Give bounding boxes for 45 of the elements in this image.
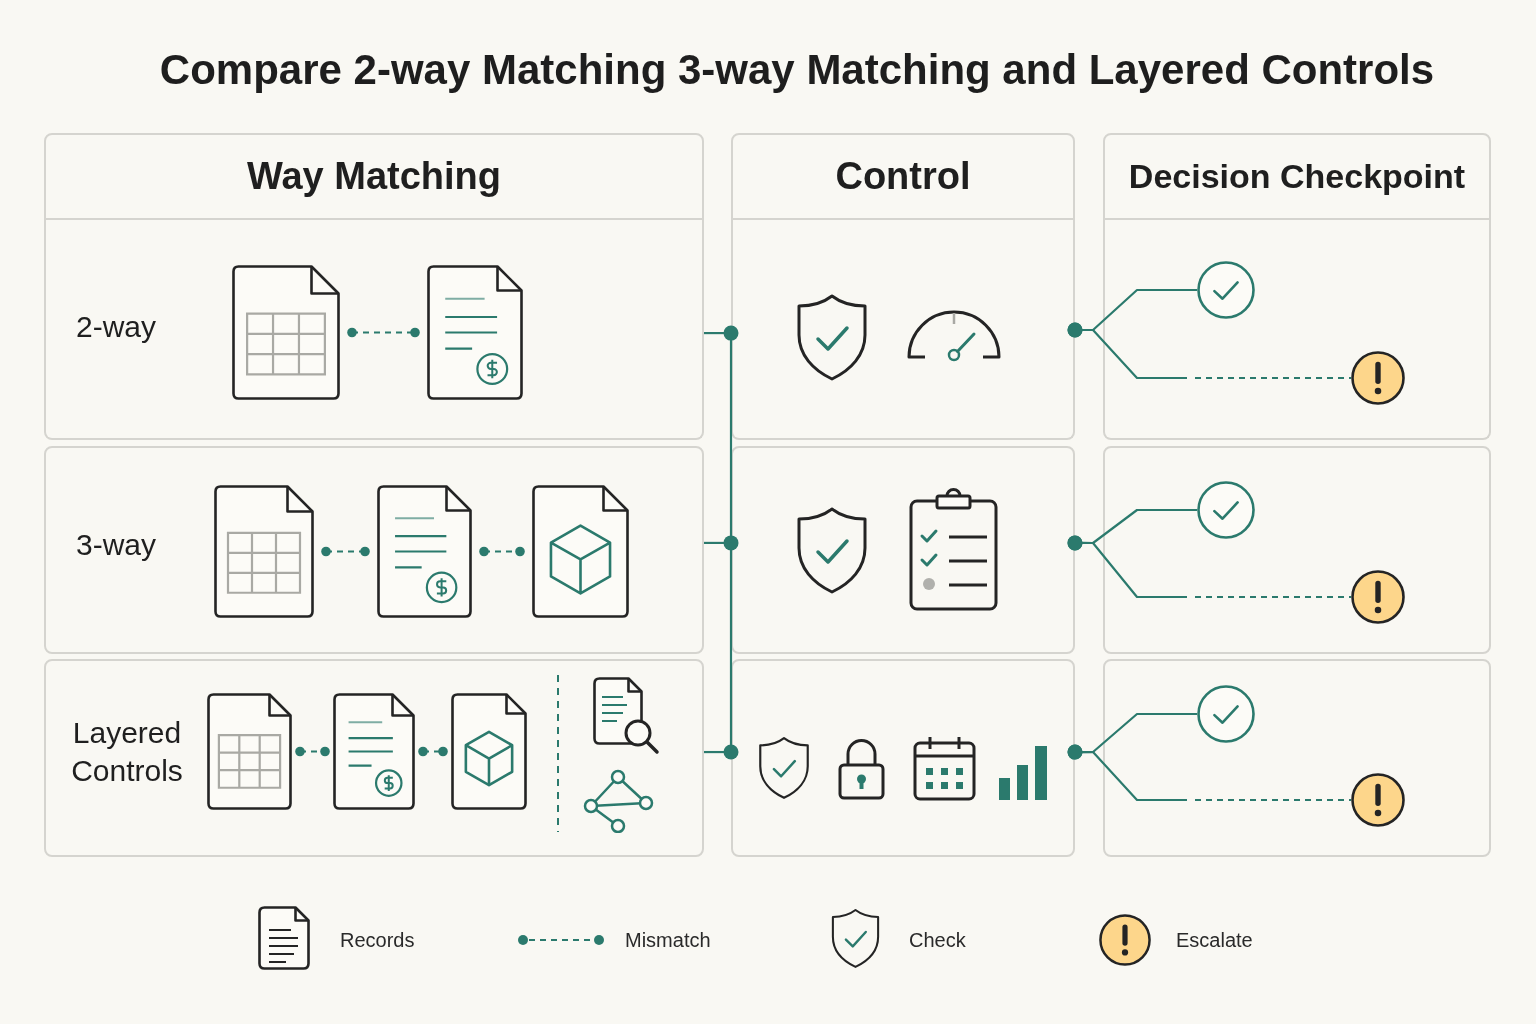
check-circle-icon: [1197, 261, 1255, 319]
exclamation-circle-icon: [1351, 773, 1405, 827]
control-panel: [731, 446, 1075, 654]
table-document-icon: [232, 265, 340, 400]
title: Compare 2-way Matching 3-way Matching and Layered Controls: [159, 45, 1435, 95]
row-panel: [44, 446, 704, 654]
check-circle-icon: [1197, 481, 1255, 539]
decision-panel: [1103, 446, 1491, 654]
connector-line: [704, 744, 739, 760]
table-document-icon: [207, 693, 292, 810]
exclamation-circle-icon: [1351, 570, 1405, 624]
cube-document-icon: [451, 693, 527, 810]
row-panel: [44, 220, 704, 440]
column-header: [1103, 133, 1491, 220]
row-label: 2-way: [76, 309, 157, 345]
dashed-connector: [1067, 322, 1351, 380]
dashed-connector: [415, 746, 451, 757]
table-document-icon: [214, 485, 314, 618]
dollar-document-icon: [427, 265, 523, 400]
header-title: Decision Checkpoint: [1128, 156, 1466, 198]
control-panel: [731, 659, 1075, 857]
legend-label: Records: [340, 928, 415, 952]
row-panel: [44, 659, 704, 857]
dashed-connector: [292, 746, 333, 757]
row-label: 3-way: [76, 527, 157, 563]
header-title: Control: [835, 153, 971, 199]
connector-line: [704, 325, 739, 341]
dollar-document-icon: [333, 693, 415, 810]
decision-panel: [1103, 659, 1491, 857]
check-circle-icon: [1197, 685, 1255, 743]
row-label: Layered Controls: [70, 715, 184, 789]
connector-line: [704, 535, 739, 551]
dashed-connector: [1067, 535, 1351, 599]
legend-label: Check: [909, 928, 966, 952]
header-title: Way Matching: [246, 153, 502, 199]
dashed-connector: [1067, 744, 1351, 802]
cube-document-icon: [532, 485, 629, 618]
decision-panel: [1103, 220, 1491, 440]
legend-label: Escalate: [1176, 928, 1253, 952]
column-header: [44, 133, 704, 220]
legend-label: Mismatch: [625, 928, 711, 952]
column-header: [731, 133, 1075, 220]
exclamation-circle-icon: [1351, 351, 1405, 405]
control-panel: [731, 220, 1075, 440]
dollar-document-icon: [377, 485, 472, 618]
